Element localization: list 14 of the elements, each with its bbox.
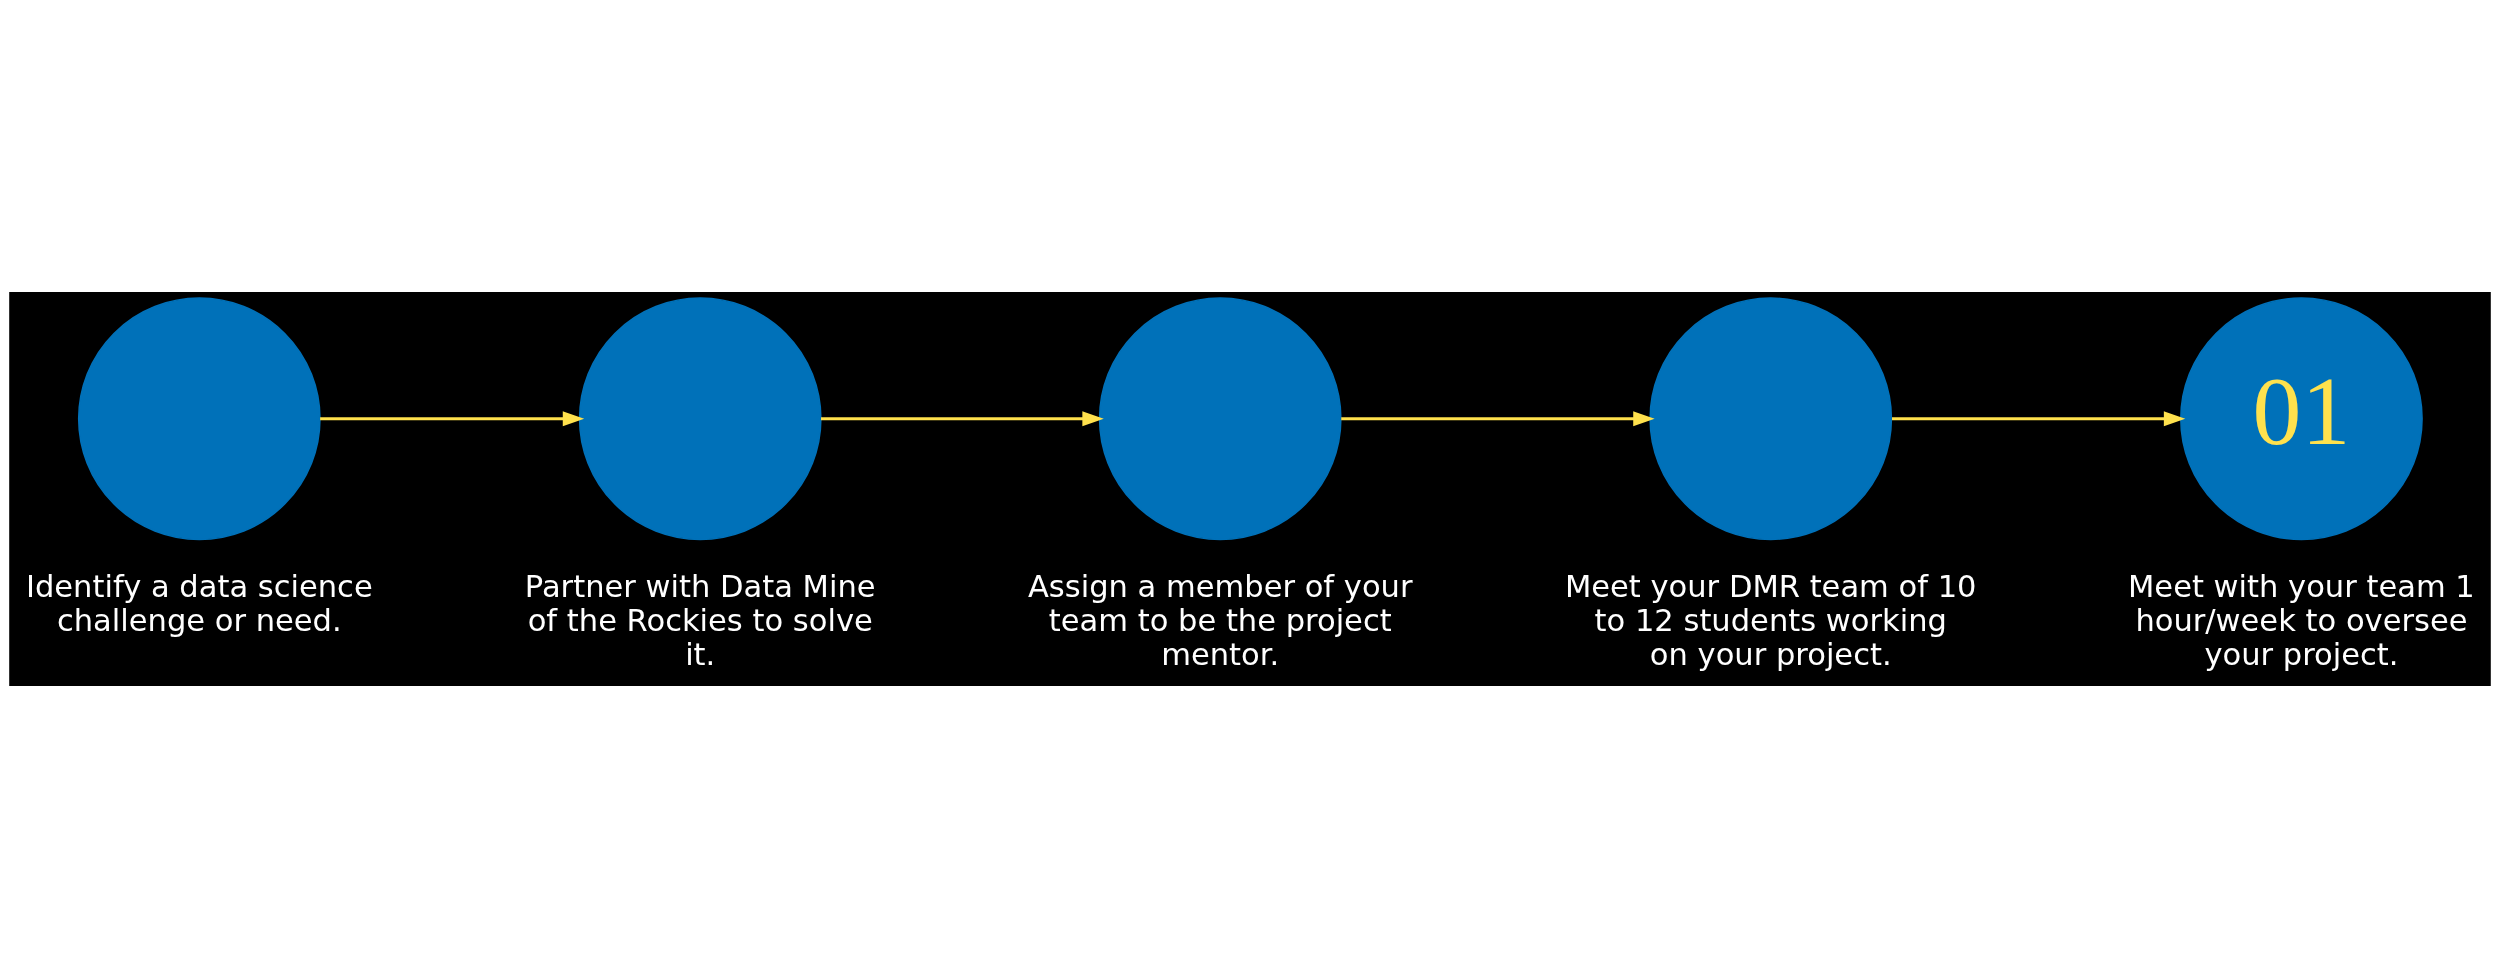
node-circle (1649, 296, 1893, 540)
arrow (320, 410, 585, 426)
node-label: Meet with your team 1 hour/week to oversee your project. (2128, 568, 2475, 672)
node-label: Identify a data science challenge or need. (25, 568, 373, 638)
arrow (1892, 410, 2186, 426)
node-label: Partner with Data Mine of the Rockies to solve it. (524, 568, 876, 672)
node-label: Meet your DMR team of 10 to 12 students working on your project. (1564, 568, 1977, 672)
node-label: Assign a member of your team to be the project mentor. (1027, 568, 1413, 672)
node-circle (578, 296, 822, 540)
arrow (1341, 410, 1655, 426)
node-circle: 01 (2180, 296, 2423, 540)
arrow (821, 410, 1104, 426)
node-circle (1098, 296, 1342, 540)
node-circle (77, 296, 321, 540)
